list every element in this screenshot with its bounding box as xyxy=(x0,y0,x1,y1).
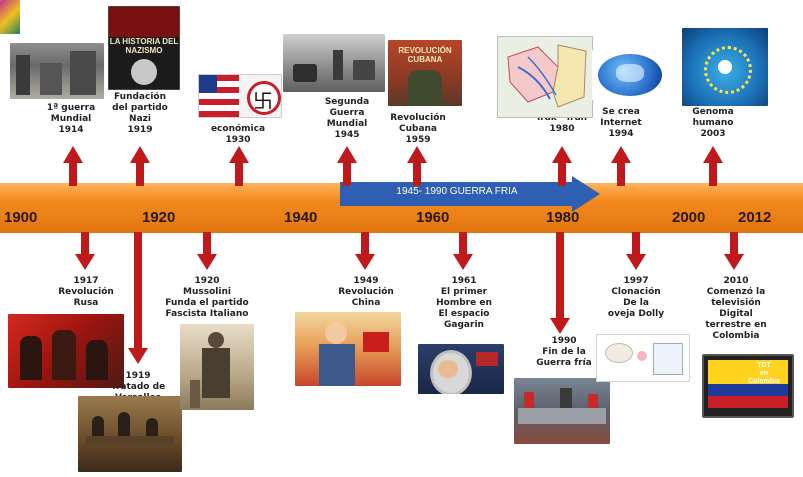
year-1940: 1940 xyxy=(284,209,318,226)
dolly-sheep-image xyxy=(596,334,690,382)
event-iraq-iran: Irak - Irán 1980 xyxy=(536,113,588,134)
year-2012: 2012 xyxy=(738,209,772,226)
event-nazi-party: Fundación del partido Nazi 1919 xyxy=(112,92,168,135)
event-wwi: 1ª guerra Mundial 1914 xyxy=(46,103,96,135)
event-wwii: Segunda Guerra Mundial 1945 xyxy=(324,97,370,140)
arrow-down-1920 xyxy=(197,232,217,270)
year-1960: 1960 xyxy=(416,209,450,226)
swastika-icon: 卐 xyxy=(253,91,273,113)
event-tv-colombia: 2010 Comenzó la televisión Digital terre… xyxy=(705,276,767,341)
event-mussolini: 1920 Mussolini Funda el partido Fascista… xyxy=(165,276,249,319)
arrow-up-1914 xyxy=(63,146,83,186)
event-crisis: económica 1930 xyxy=(210,124,266,145)
arrow-down-1961 xyxy=(453,232,473,270)
gagarin-image xyxy=(418,344,504,394)
iraq-iran-map xyxy=(497,36,593,118)
event-gagarin: 1961 El primer Hombre en El espacio Gaga… xyxy=(436,276,492,330)
event-dolly: 1997 Clonación De la oveja Dolly xyxy=(607,276,665,319)
chinese-revolution-poster xyxy=(295,312,401,386)
arrow-up-1930 xyxy=(229,146,249,186)
crisis-image: 卐 xyxy=(198,74,282,118)
arrow-up-1994 xyxy=(611,146,631,186)
nazism-book-image: LA HISTORIA DEL NAZISMO xyxy=(108,6,180,90)
wwi-photo xyxy=(10,43,104,99)
event-genome: Genoma humano 2003 xyxy=(692,107,734,139)
arrow-up-2003 xyxy=(703,146,723,186)
arrow-down-1997 xyxy=(626,232,646,270)
year-2000: 2000 xyxy=(672,209,706,226)
arrow-up-1945 xyxy=(337,146,357,186)
arrow-down-1919 xyxy=(128,232,148,364)
internet-globe-image xyxy=(592,50,668,100)
event-cuban-revolution: Revolución Cubana 1959 xyxy=(390,113,446,145)
wwii-photo xyxy=(283,34,385,92)
year-1980: 1980 xyxy=(546,209,580,226)
end-cold-war-image xyxy=(514,378,610,444)
arrow-up-1959 xyxy=(407,146,427,186)
versailles-painting xyxy=(78,396,182,472)
mussolini-photo xyxy=(180,324,254,410)
cuban-revolution-poster: REVOLUCIÓN CUBANA xyxy=(388,40,462,106)
arrow-down-1917 xyxy=(75,232,95,270)
genome-image xyxy=(682,28,768,106)
arrow-down-1949 xyxy=(355,232,375,270)
cold-war-label: 1945- 1990 GUERRA FRIA xyxy=(396,186,518,197)
cold-war-arrow xyxy=(340,176,600,212)
arrow-down-1990 xyxy=(550,232,570,334)
event-internet: Se crea Internet 1994 xyxy=(600,107,642,139)
event-chinese-revolution: 1949 Revolución China xyxy=(338,276,394,308)
arrow-up-1919 xyxy=(130,146,150,186)
arrow-up-1980 xyxy=(552,146,572,186)
corner-image xyxy=(0,0,20,34)
event-end-cold-war: 1990 Fin de la Guerra fría xyxy=(536,336,592,368)
tv-colombia-image: TDT en Colombia xyxy=(702,354,794,418)
russian-revolution-image xyxy=(8,314,124,388)
year-1900: 1900 xyxy=(4,209,38,226)
arrow-down-2010 xyxy=(724,232,744,270)
event-russian-revolution: 1917 Revolución Rusa xyxy=(58,276,114,308)
year-1920: 1920 xyxy=(142,209,176,226)
